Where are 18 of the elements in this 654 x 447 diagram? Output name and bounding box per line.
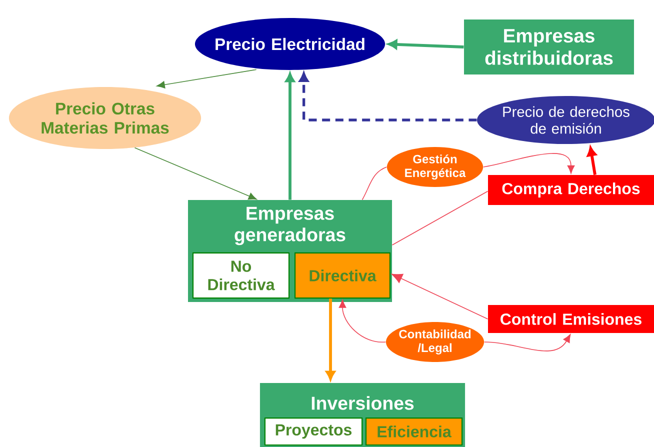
category-box: Eficiencia [365,418,463,446]
arrow [326,298,336,380]
arrow [156,69,257,88]
arrow [388,40,464,50]
category-box: Proyectos [264,418,363,446]
arrow [285,72,295,200]
arrow [484,334,571,352]
action-box: Compra Derechos [488,175,654,205]
arrow [338,300,386,342]
action-box: Control Emisiones [488,305,654,333]
arrow [482,153,575,174]
arrow [391,274,488,320]
arrow [299,72,477,122]
category-box: No Directiva [192,252,290,299]
distributor-box: Empresas distribuidoras [464,20,634,74]
arrow [134,147,257,200]
category-box: Directiva [294,252,390,299]
arrow [587,146,596,175]
